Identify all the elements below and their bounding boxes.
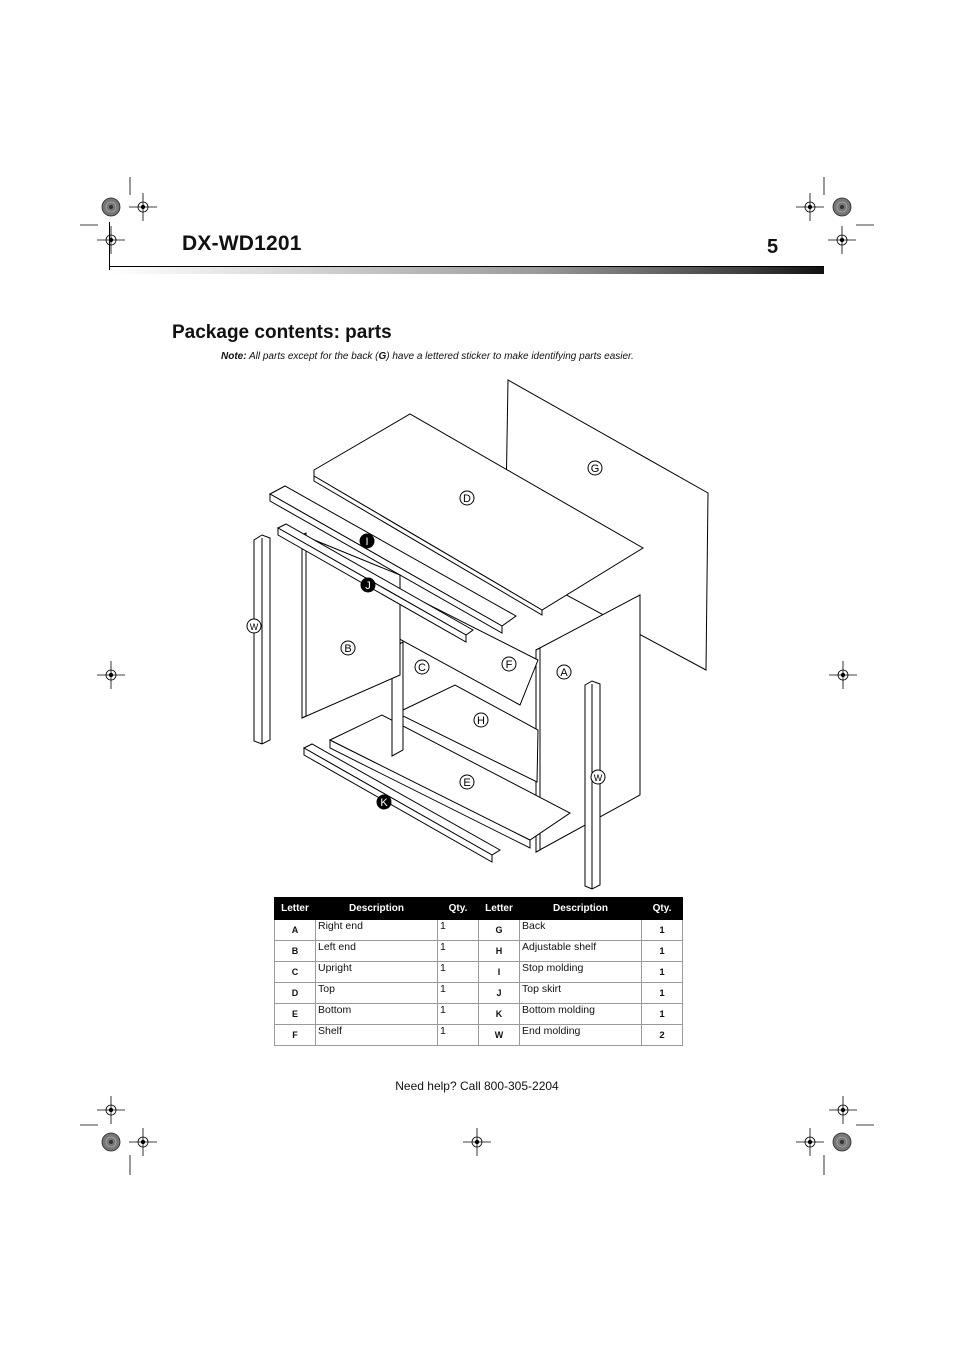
part-letter: B [274, 940, 316, 962]
part-letter: C [274, 961, 316, 983]
label-d: D [463, 493, 471, 505]
label-f: F [506, 659, 513, 671]
part-description: End molding [519, 1024, 642, 1046]
part-letter: J [478, 982, 520, 1004]
label-w-left: W [250, 622, 259, 632]
header-vertical-rule [109, 222, 110, 270]
label-a: A [560, 667, 568, 679]
part-qty: 1 [641, 961, 683, 983]
table-row: A Right end 1 G Back 1 [274, 919, 683, 941]
part-description: Top skirt [519, 982, 642, 1004]
note-text-post: ) have a lettered sticker to make identi… [386, 351, 634, 362]
part-letter: D [274, 982, 316, 1004]
part-qty: 1 [641, 1003, 683, 1025]
part-description: Upright [315, 961, 438, 983]
part-letter: I [478, 961, 520, 983]
part-qty: 1 [641, 919, 683, 941]
column-header: Qty. [437, 897, 479, 920]
label-bubble-f: F [501, 656, 517, 672]
label-bubble-c: C [414, 659, 430, 675]
table-row: B Left end 1 H Adjustable shelf 1 [274, 940, 683, 962]
part-description: Stop molding [519, 961, 642, 983]
exploded-parts-diagram: A B C D E F G H I J K W W [246, 379, 709, 890]
section-title: Package contents: parts [172, 322, 392, 343]
label-bubble-j: J [360, 577, 376, 593]
label-bubble-k: K [376, 794, 392, 810]
label-i: I [365, 536, 368, 548]
part-qty: 1 [641, 940, 683, 962]
page-number: 5 [767, 236, 779, 258]
label-bubble-w-left: W [246, 618, 262, 634]
note-label: Note: [221, 351, 247, 362]
part-letter: E [274, 1003, 316, 1025]
help-footer: Need help? Call 800-305-2204 [395, 1079, 559, 1093]
column-header: Description [519, 897, 642, 920]
table-header-row: Letter Description Qty. Letter Descripti… [274, 897, 683, 920]
label-bubble-d: D [459, 490, 475, 506]
part-qty: 1 [437, 940, 479, 962]
label-bubble-i: I [359, 533, 375, 549]
model-number: DX-WD1201 [182, 232, 302, 255]
label-bubble-w-right: W [590, 769, 606, 785]
label-j: J [365, 580, 371, 592]
note-letter: G [378, 351, 387, 362]
part-letter: H [478, 940, 520, 962]
label-e: E [463, 777, 470, 789]
part-description: Shelf [315, 1024, 438, 1046]
part-qty: 1 [437, 982, 479, 1004]
label-b: B [344, 643, 351, 655]
part-qty: 1 [437, 1003, 479, 1025]
part-letter: W [478, 1024, 520, 1046]
part-description: Right end [315, 919, 438, 941]
label-bubble-b: B [340, 640, 356, 656]
label-bubble-a: A [556, 664, 572, 680]
part-description: Bottom [315, 1003, 438, 1025]
column-header: Description [315, 897, 438, 920]
note-text-pre: All parts except for the back ( [246, 351, 379, 362]
label-bubble-e: E [459, 774, 475, 790]
label-c: C [418, 662, 426, 674]
part-description: Back [519, 919, 642, 941]
part-description: Bottom molding [519, 1003, 642, 1025]
part-description: Left end [315, 940, 438, 962]
part-qty: 1 [437, 919, 479, 941]
part-description: Adjustable shelf [519, 940, 642, 962]
label-bubble-h: H [473, 712, 489, 728]
part-letter: A [274, 919, 316, 941]
part-qty: 1 [437, 961, 479, 983]
header-rule [110, 266, 824, 267]
part-description: Top [315, 982, 438, 1004]
column-header: Qty. [641, 897, 683, 920]
label-k: K [380, 797, 388, 809]
parts-note: Note: All parts except for the back (G) … [221, 351, 634, 362]
part-letter: G [478, 919, 520, 941]
table-row: E Bottom 1 K Bottom molding 1 [274, 1003, 683, 1025]
table-row: C Upright 1 I Stop molding 1 [274, 961, 683, 983]
table-row: F Shelf 1 W End molding 2 [274, 1024, 683, 1046]
part-qty: 1 [437, 1024, 479, 1046]
label-bubble-g: G [587, 460, 603, 476]
label-w-right: W [594, 773, 603, 783]
header-gradient-bar [110, 266, 824, 274]
label-g: G [591, 463, 600, 475]
part-top [313, 413, 644, 611]
part-letter: K [478, 1003, 520, 1025]
parts-table: Letter Description Qty. Letter Descripti… [274, 897, 683, 1046]
part-qty: 1 [641, 982, 683, 1004]
column-header: Letter [274, 897, 316, 920]
part-qty: 2 [641, 1024, 683, 1046]
column-header: Letter [478, 897, 520, 920]
table-row: D Top 1 J Top skirt 1 [274, 982, 683, 1004]
label-h: H [477, 715, 485, 727]
part-letter: F [274, 1024, 316, 1046]
